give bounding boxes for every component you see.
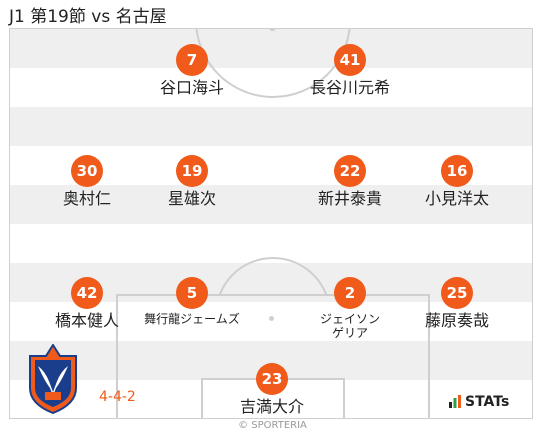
player-number: 19: [176, 155, 208, 187]
player-name: 長谷川元希: [309, 78, 390, 97]
player-name: 吉満大介: [239, 397, 304, 416]
pitch: [9, 28, 533, 419]
player-marker[interactable]: 30 奥村仁: [17, 155, 157, 208]
player-number: 25: [441, 277, 473, 309]
player-marker[interactable]: 22 新井泰貴: [280, 155, 420, 208]
player-name: 星雄次: [167, 189, 216, 208]
player-marker[interactable]: 7 谷口海斗: [122, 44, 262, 97]
player-number: 23: [256, 363, 288, 395]
player-number: 7: [176, 44, 208, 76]
player-marker[interactable]: 41 長谷川元希: [280, 44, 420, 97]
club-crest-icon: [28, 343, 78, 418]
player-number: 22: [334, 155, 366, 187]
center-spot: [269, 29, 276, 31]
player-marker[interactable]: 42 橋本健人: [17, 277, 157, 330]
player-number: 5: [176, 277, 208, 309]
player-marker[interactable]: 23 吉満大介: [202, 363, 342, 416]
player-name-line: ゲリア: [331, 326, 368, 340]
player-name: 奥村仁: [62, 189, 111, 208]
stats-logo: STATs: [449, 394, 509, 412]
match-title: J1 第19節 vs 名古屋: [9, 7, 167, 27]
player-number: 30: [71, 155, 103, 187]
player-name: 小見洋太: [424, 189, 489, 208]
player-number: 42: [71, 277, 103, 309]
player-marker[interactable]: 5 舞行龍ジェームズ: [122, 277, 262, 327]
player-name: 藤原奏哉: [424, 311, 489, 330]
player-marker[interactable]: 2 ジェイソン ゲリア: [280, 277, 420, 340]
player-name-line: ジェイソン: [319, 312, 380, 326]
player-name: 谷口海斗: [159, 78, 224, 97]
formation-label: 4-4-2: [99, 389, 136, 405]
stats-logo-text: STATs: [465, 394, 510, 410]
player-name: 新井泰貴: [317, 189, 382, 208]
player-marker[interactable]: 25 藤原奏哉: [387, 277, 527, 330]
player-number: 2: [334, 277, 366, 309]
penalty-box: [116, 294, 430, 418]
pitch-stripe: [10, 107, 532, 146]
player-marker[interactable]: 19 星雄次: [122, 155, 262, 208]
player-marker[interactable]: 16 小見洋太: [387, 155, 527, 208]
stats-bars-icon: [449, 395, 461, 412]
player-number: 41: [334, 44, 366, 76]
player-name: 橋本健人: [54, 311, 119, 330]
penalty-spot: [269, 316, 274, 321]
pitch-stripe: [10, 185, 532, 224]
player-name: 舞行龍ジェームズ: [144, 312, 240, 326]
player-number: 16: [441, 155, 473, 187]
player-name: ジェイソン ゲリア: [280, 312, 420, 340]
credit-text: © SPORTERIA: [238, 420, 307, 431]
